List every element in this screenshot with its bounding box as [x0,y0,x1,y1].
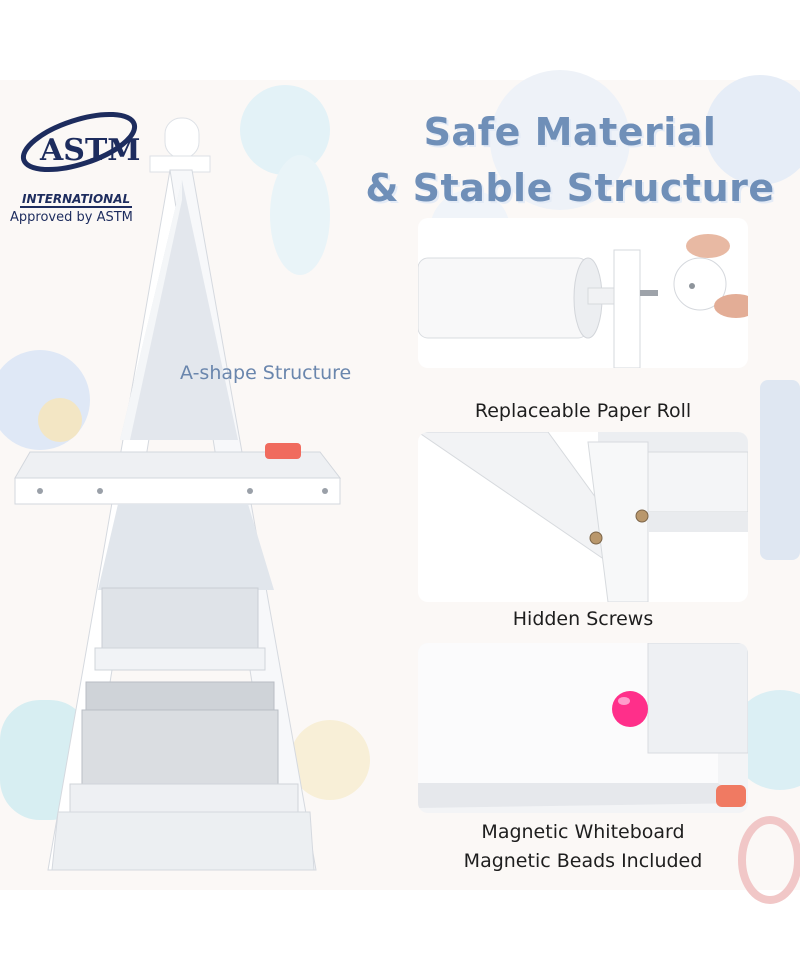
feature-panel-paper-roll [418,218,748,368]
feature-panel-hidden-screws [418,432,748,602]
magnet-bead-detail-icon [418,643,748,813]
headline-line-1: Safe Material [423,110,717,154]
feature-caption-magnetic-line-2: Magnetic Beads Included [463,850,703,872]
paper-roll-detail-icon [418,218,748,368]
astm-logo-icon: ASTM INTERNATIONAL [20,111,140,208]
astm-logo-subtext: INTERNATIONAL [22,192,130,206]
structure-label: A-shape Structure [180,362,352,384]
feature-caption-magnetic-line-1: Magnetic Whiteboard [481,821,685,843]
feature-caption-magnetic: Magnetic Whiteboard Magnetic Beads Inclu… [418,818,748,876]
astm-logo-letters: ASTM [39,133,140,168]
feature-caption-hidden-screws: Hidden Screws [512,608,654,630]
screw-detail-icon [418,432,748,602]
certification-caption: Approved by ASTM [10,210,133,225]
headline: Safe Material & Stable Structure [350,104,790,216]
feature-panel-magnetic-whiteboard [418,643,748,813]
easel-illustration [14,117,342,871]
headline-line-2: & Stable Structure [365,166,775,210]
feature-caption-paper-roll: Replaceable Paper Roll [474,400,692,422]
